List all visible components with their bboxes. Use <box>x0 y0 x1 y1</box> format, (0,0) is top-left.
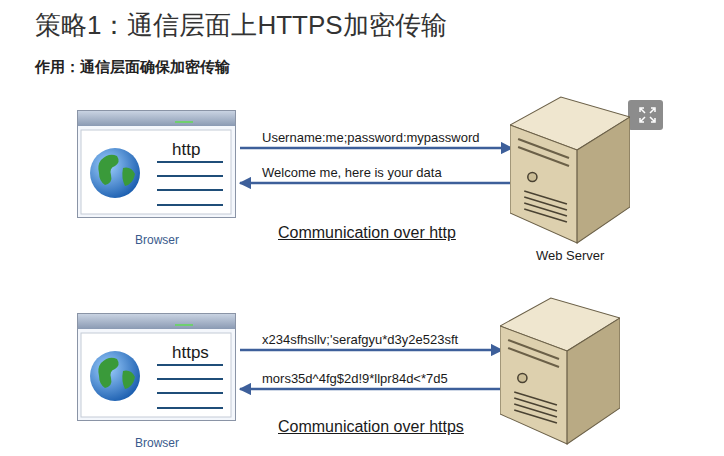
text-line <box>157 175 223 177</box>
globe <box>90 148 140 198</box>
vent-slot <box>524 209 567 222</box>
edge-label: Username:me;password:mypassword <box>262 130 479 145</box>
node-caption: Web Server <box>536 248 604 263</box>
server-node: Web Server <box>510 95 630 265</box>
title-bar <box>78 111 235 126</box>
protocol-text: http <box>172 140 200 160</box>
drive-bay <box>508 340 559 359</box>
page-title: 策略1：通信层面上HTTPS加密传输 <box>35 8 447 43</box>
server-tower <box>500 296 620 446</box>
drive-bay <box>518 147 569 166</box>
browser-window <box>77 110 237 220</box>
edge-label: x234sfhsllv;'serafgyu*d3y2e523sft <box>262 332 458 347</box>
title-bar <box>78 314 235 329</box>
arrow-connector <box>240 349 502 352</box>
globe <box>90 351 140 401</box>
server-node <box>500 296 620 446</box>
expand-icon <box>628 100 663 130</box>
title-bar-accent <box>175 324 193 326</box>
browser-window <box>77 313 237 423</box>
vent-slot <box>514 404 557 417</box>
vent-slot <box>524 191 567 204</box>
vent-slot <box>514 410 557 423</box>
globe-land <box>98 155 135 186</box>
text-line <box>157 161 223 163</box>
vent-slot <box>524 197 567 210</box>
globe-land <box>98 358 135 389</box>
server-side <box>577 117 630 243</box>
text-line <box>157 204 223 206</box>
subtitle: 作用：通信层面确保加密传输 <box>35 58 230 77</box>
text-line <box>157 189 223 191</box>
arrow-connector <box>240 388 502 391</box>
node-caption: Browser <box>135 436 179 450</box>
edge-label: mors35d^4fg$2d!9*llpr84d<*7d5 <box>262 371 448 386</box>
icon-glyph <box>640 108 655 122</box>
icon-button <box>628 100 663 130</box>
drive-bay <box>518 139 569 158</box>
server-front <box>500 326 567 444</box>
text-line <box>157 364 223 366</box>
power-button <box>528 173 537 182</box>
text-line <box>157 407 223 409</box>
vent-slot <box>514 398 557 411</box>
vent-slot <box>514 392 557 405</box>
edge-label: Welcome me, here is your data <box>262 165 442 180</box>
server-side <box>567 318 620 444</box>
content-area <box>81 130 231 214</box>
text-line <box>157 378 223 380</box>
server-tower <box>510 95 630 245</box>
panel-caption: Communication over http <box>278 224 456 242</box>
window-frame <box>78 111 236 218</box>
drive-bay <box>508 348 559 367</box>
node-caption: Browser <box>135 233 179 247</box>
window-frame <box>78 314 236 421</box>
arrow-connector <box>240 182 512 185</box>
protocol-text: https <box>172 343 209 363</box>
panel-caption: Communication over https <box>278 418 464 436</box>
text-line <box>157 392 223 394</box>
content-area <box>81 333 231 417</box>
server-front <box>510 125 577 243</box>
browser-node: httpBrowser <box>77 110 237 252</box>
vent-slot <box>524 203 567 216</box>
title-bar-accent <box>175 121 193 123</box>
arrow-connector <box>240 147 512 150</box>
power-button <box>518 374 527 383</box>
browser-node: httpsBrowser <box>77 313 237 453</box>
